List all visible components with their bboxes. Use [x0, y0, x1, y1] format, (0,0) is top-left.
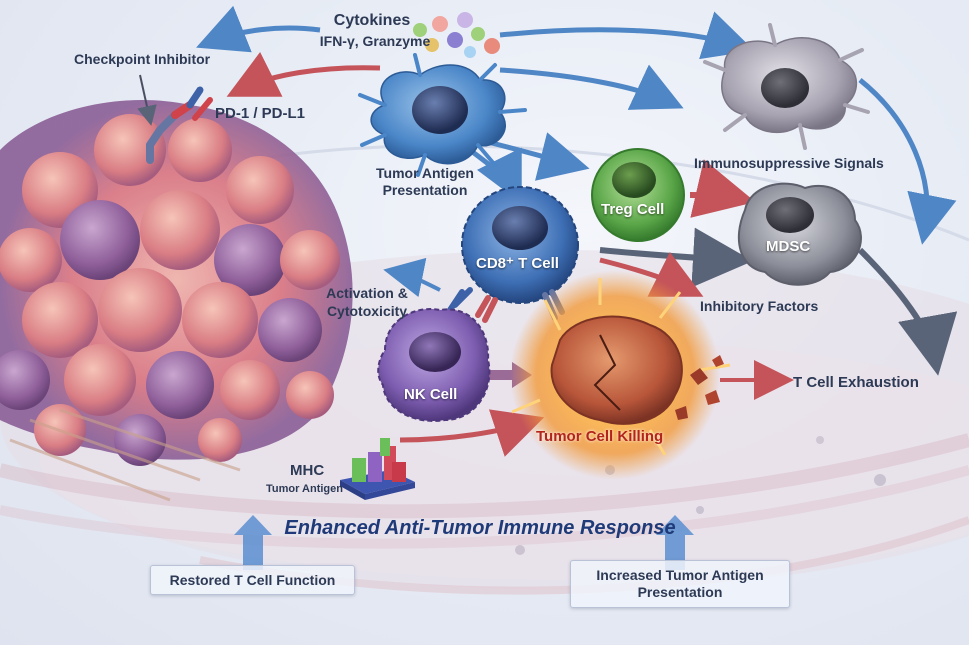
treg-cell-label: Treg Cell [601, 201, 665, 218]
bottom-up-arrows [234, 515, 694, 570]
cd8-t-cell [447, 186, 579, 323]
activation-line2: Cytotoxicity [326, 303, 408, 319]
arrow-nk-lower [399, 409, 545, 457]
tumor-killing-burst [510, 270, 731, 480]
arrow-to-pd1 [226, 51, 381, 97]
increased-presentation-box: Increased Tumor Antigen Presentation [570, 560, 790, 608]
tumor-cell-killing-label: Tumor Cell Killing [536, 428, 664, 445]
cytokines-subtitle: IFN-γ, Granzyme [319, 33, 431, 49]
arrow-cytokines-to-mdsc-top [499, 11, 755, 60]
nk-cell [377, 308, 491, 422]
cytokines-title: Cytokines [333, 12, 411, 29]
arrow-dendritic-to-gray-cell [499, 64, 684, 110]
up-arrow-left [234, 515, 272, 570]
arrow-cytokines-to-checkpoint [196, 5, 321, 53]
cytokine-particles [413, 12, 500, 58]
up-arrow-right [656, 515, 694, 570]
treg-cell [591, 148, 685, 242]
arrow-right-loop [858, 78, 957, 245]
increased-presentation-line2: Presentation [637, 584, 723, 600]
arrow-cd8-to-activation [383, 257, 441, 298]
t-cell-exhaustion-label: T Cell Exhaustion [793, 374, 919, 391]
checkpoint-inhibitor-label: Checkpoint Inhibitor [74, 51, 211, 67]
nk-cell-label: NK Cell [404, 386, 458, 403]
arrow-mdsc-to-exhaustion [857, 247, 958, 376]
mhc-complex [340, 438, 415, 500]
pd1-pdl1-label: PD-1 / PD-L1 [215, 105, 306, 122]
mdsc-label: MDSC [766, 238, 811, 255]
inhibitory-factors-label: Inhibitory Factors [700, 298, 819, 314]
tumor-antigen-presentation-line1: Tumor Antigen [376, 165, 474, 181]
gray-suppressor-cell [703, 23, 870, 150]
restored-t-cell-function-box: Restored T Cell Function [150, 565, 355, 595]
restored-t-cell-function-text: Restored T Cell Function [169, 572, 336, 588]
mdsc-cell [737, 182, 862, 286]
mhc-tumor-antigen-label: Tumor Antigen [266, 483, 343, 495]
immunosuppressive-signals-label: Immunosuppressive Signals [694, 155, 884, 171]
mhc-label: MHC [290, 462, 325, 479]
enhanced-response-title: Enhanced Anti-Tumor Immune Response [284, 517, 676, 539]
cd8-t-cell-label: CD8⁺ T Cell [476, 255, 559, 272]
increased-presentation-line1: Increased Tumor Antigen [596, 567, 764, 583]
arrow-cd8-to-inhibitory [599, 251, 704, 297]
arrow-treg-to-mdsc [689, 159, 756, 218]
tumor-antigen-presentation-line2: Presentation [382, 182, 468, 198]
checkpoint-antibody [137, 74, 213, 164]
dendritic-cell [358, 53, 527, 177]
tumor-mass [0, 100, 353, 502]
activation-line1: Activation & [326, 285, 408, 301]
